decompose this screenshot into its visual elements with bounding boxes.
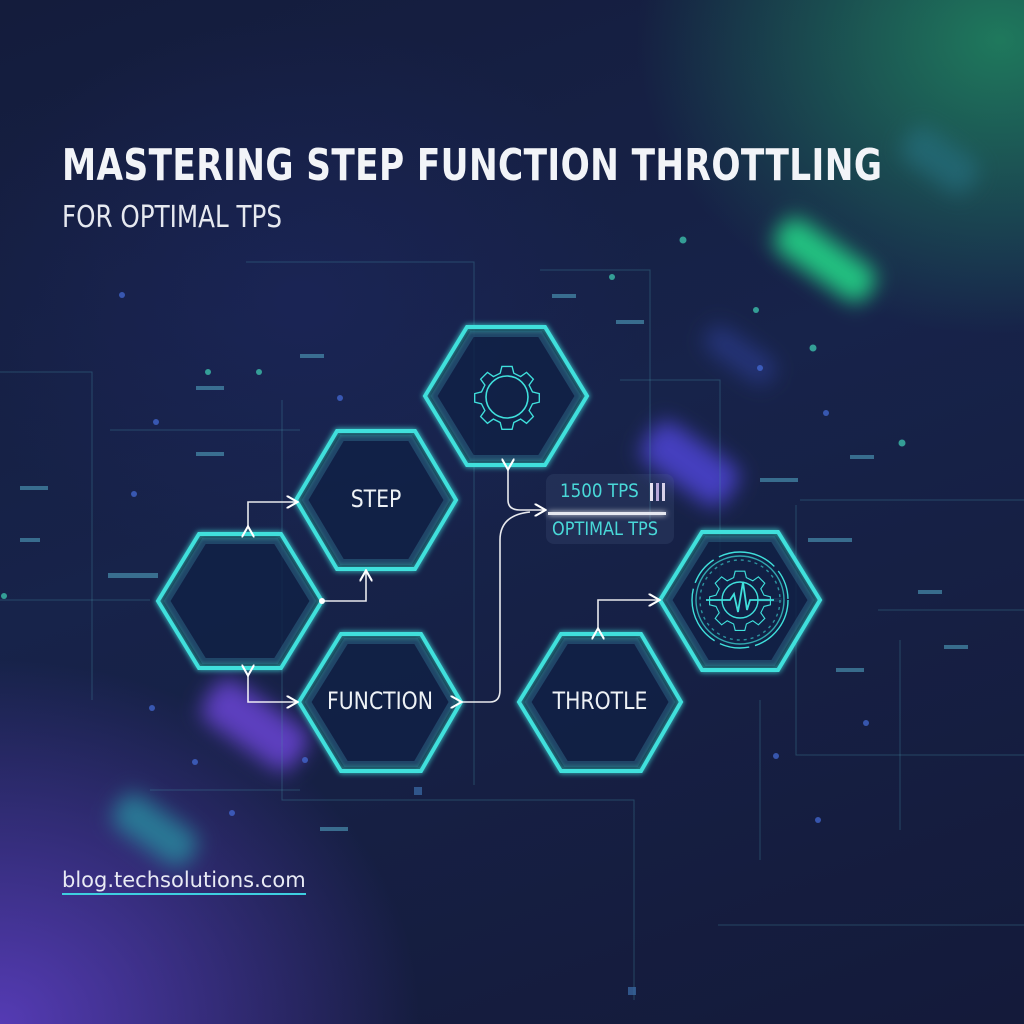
- hex-label-step: STEP: [350, 485, 402, 513]
- page-subtitle: FOR OPTIMAL TPS: [62, 200, 282, 235]
- hex-label-function: FUNCTION: [327, 687, 433, 715]
- hex-throttle: [516, 632, 684, 773]
- bars-icon: [650, 483, 666, 501]
- arrow-function-to-tps: [460, 511, 531, 702]
- hex-blank: [155, 532, 325, 670]
- connector-node: [319, 598, 325, 604]
- tps-divider: [548, 512, 666, 515]
- arrow-blank-to-function: [248, 674, 296, 702]
- circuit-dots: [1, 236, 906, 599]
- arrow-blank-to-step: [248, 502, 296, 528]
- hex-step: [293, 429, 459, 571]
- connector-arrows: [248, 468, 658, 702]
- arrow-throttle-to-monitor: [598, 600, 658, 630]
- tps-label: OPTIMAL TPS: [552, 518, 659, 540]
- hex-gear: [422, 325, 590, 467]
- tps-value: 1500 TPS: [560, 480, 639, 502]
- hexagons: [155, 325, 823, 773]
- hex-label-throttle: THROTLE: [552, 687, 648, 715]
- circuit-pad-2: [628, 987, 636, 995]
- arrow-gear-to-tps: [508, 468, 544, 510]
- tps-metric-card: 1500 TPS OPTIMAL TPS: [546, 474, 674, 544]
- gear-icon: [474, 365, 540, 430]
- circuit-pad: [414, 787, 422, 795]
- arrow-blank-to-step-2: [322, 572, 366, 602]
- page-title: MASTERING STEP FUNCTION THROTTLING: [62, 140, 883, 191]
- circuit-dots-blue: [119, 292, 869, 823]
- gear-heartbeat-icon: [691, 551, 789, 649]
- blog-link[interactable]: blog.techsolutions.com: [62, 868, 306, 895]
